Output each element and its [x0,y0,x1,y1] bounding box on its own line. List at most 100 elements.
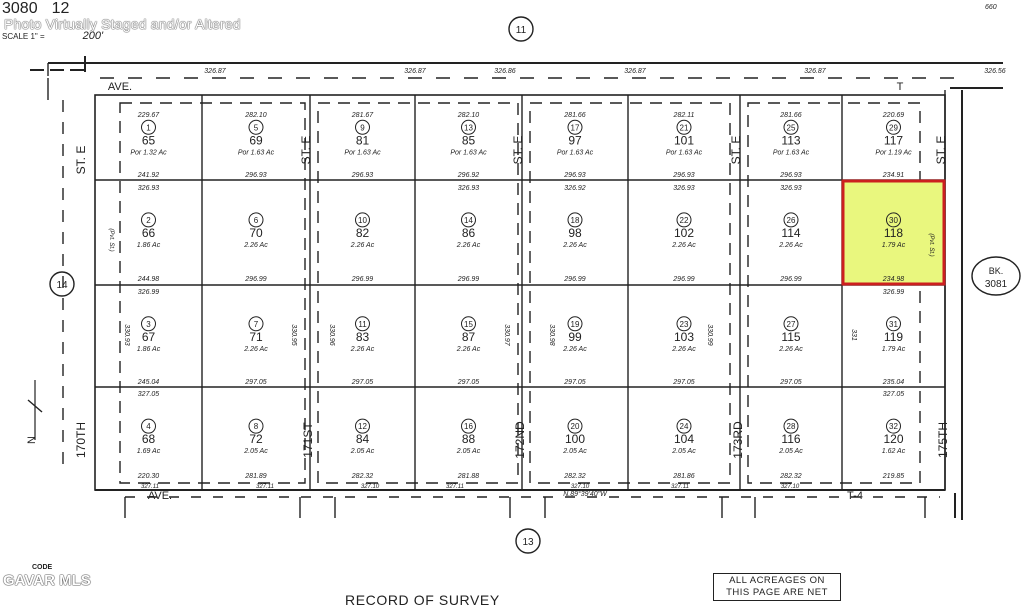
parcel-apn: 72 [249,432,263,446]
parcel-map-number: 26 [787,216,796,225]
parcel-acreage: 1.69 Ac [137,448,161,455]
parcel-map-number: 21 [680,123,689,132]
parcel-apn: 97 [568,133,582,147]
map-scale: SCALE 1" =200' [2,30,103,42]
parcel-acreage: Por 1.63 Ac [238,149,275,156]
dimension-label: 326.99 [883,289,905,296]
parcel-map-number: 32 [889,422,898,431]
dimension-label: 326.87 [204,68,227,75]
adjacent-south-number: 13 [522,537,534,548]
parcel-acreage: 2.05 Ac [456,448,481,455]
parcel-acreage: 2.26 Ac [778,346,803,353]
parcel-acreage: 2.05 Ac [350,448,375,455]
dimension-label: 296.93 [563,172,586,179]
parcel-acreage: 1.62 Ac [882,448,906,455]
parcel-map-number: 1 [146,123,151,132]
parcel-apn: 118 [884,226,903,240]
dimension-label: 282.11 [673,112,695,119]
dimension-label: 296.99 [457,276,480,283]
private-street-label: (Pvt. St.) [928,233,934,256]
street-name-vertical: ST. E [729,136,743,165]
parcel-apn: 98 [568,226,582,240]
dimension-label: 297.05 [672,379,695,386]
parcel-number-circle [567,418,583,434]
street-name-vertical: 173RD [731,421,745,459]
street-name-south: AVE. [148,490,172,502]
parcel-number-circle [248,119,264,135]
dimension-label: 220.30 [137,473,160,480]
highlighted-parcel[interactable] [841,179,946,286]
parcel-apn: 87 [462,330,476,344]
dimension-label: 296.99 [672,276,695,283]
parcel-acreage: 1.79 Ac [882,242,906,249]
street-name-vertical: ST. E [299,136,313,165]
dimension-label: 330.97 [503,324,510,347]
parcel-map-number: 30 [889,216,898,225]
parcel-apn: 100 [565,432,585,446]
parcel-number-circle [355,212,370,228]
parcel-map-number: 13 [464,123,473,132]
street-name-vertical: 175TH [936,422,950,458]
dimension-label: 327.10 [571,484,590,490]
dimension-label: 281.88 [457,473,480,480]
parcel-acreage: 2.26 Ac [456,242,481,249]
parcel-apn: 82 [356,226,370,240]
dimension-label: 326.92 [564,185,586,192]
dimension-label: 282.32 [351,473,374,480]
parcel-number-circle [886,418,901,434]
parcel-map-number: 27 [787,320,796,329]
parcel-acreage: 2.26 Ac [671,346,696,353]
dimension-label: 296.93 [672,172,695,179]
dimension-label: 244.98 [137,276,160,283]
parcel-number-circle [355,316,370,332]
parcel-number-circle [567,212,583,228]
parcel-map-number: 20 [571,422,580,431]
dimension-label: 219.85 [882,473,905,480]
parcel-number-circle [676,316,692,332]
dimension-label: 297.05 [457,379,480,386]
bearing-label: N.89°39'40"W [563,490,608,498]
parcel-apn: 119 [884,330,903,344]
dimension-label: 327.11 [256,484,274,490]
corner-number: 660 [985,4,997,11]
dimension-label: 234.98 [882,276,905,283]
adjacent-west-number: 14 [56,280,68,291]
parcel-acreage: Por 1.63 Ac [450,149,487,156]
adjacent-east-number: 3081 [985,279,1008,290]
parcel-number-circle [461,316,476,332]
